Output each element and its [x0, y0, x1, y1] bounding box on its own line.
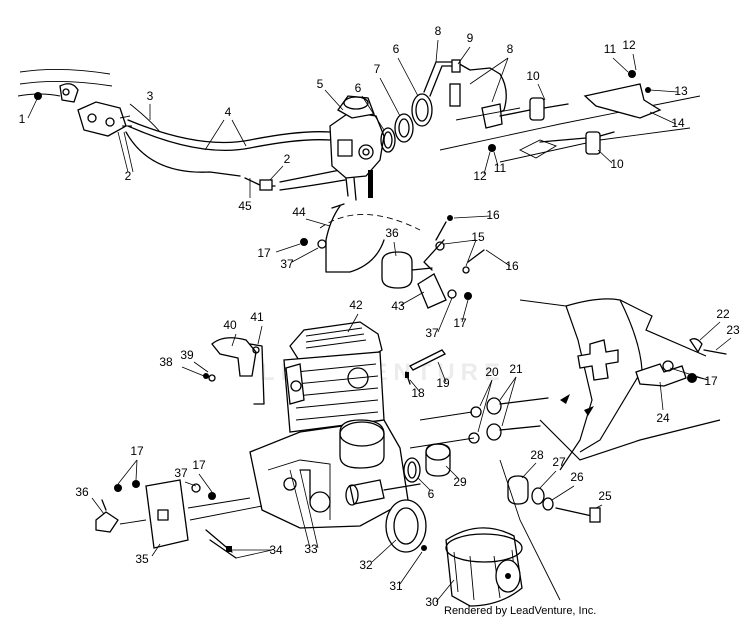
callout-38: 38	[159, 355, 173, 369]
callout-17: 17	[130, 444, 144, 458]
callout-7: 7	[374, 62, 381, 76]
clutch-bushing	[403, 443, 451, 483]
callout-44: 44	[292, 205, 306, 219]
callout-37: 37	[425, 326, 439, 340]
callout-33: 33	[304, 542, 318, 556]
credit-line: Rendered by LeadVenture, Inc.	[444, 605, 596, 617]
callout-35: 35	[135, 552, 149, 566]
callout-34: 34	[269, 543, 283, 557]
callout-30: 30	[425, 595, 439, 609]
callout-4: 4	[225, 105, 232, 119]
callout-1: 1	[19, 112, 26, 126]
callout-13: 13	[674, 84, 688, 98]
callout-36: 36	[75, 485, 89, 499]
callout-numbers: 1223456667889101011111212131415161617171…	[19, 24, 740, 609]
callout-39: 39	[180, 348, 194, 362]
callout-2: 2	[125, 169, 132, 183]
callout-8: 8	[507, 42, 514, 56]
engine-mount-bracket-top	[439, 70, 701, 163]
vent-hoses	[423, 59, 507, 129]
chassis-frame-right	[519, 298, 727, 471]
callout-20: 20	[485, 365, 499, 379]
callout-27: 27	[552, 455, 566, 469]
callout-17: 17	[257, 246, 271, 260]
mount-bolt-stack	[507, 475, 601, 523]
front-mount-plate	[95, 479, 263, 559]
callout-31: 31	[389, 579, 403, 593]
callout-37: 37	[280, 257, 294, 271]
callout-17: 17	[704, 374, 718, 388]
callout-32: 32	[359, 558, 373, 572]
callout-12: 12	[473, 169, 487, 183]
callout-14: 14	[671, 116, 685, 130]
callout-36: 36	[385, 226, 399, 240]
callout-17: 17	[453, 316, 467, 330]
callout-29: 29	[453, 475, 467, 489]
callout-11: 11	[604, 42, 617, 56]
callout-23: 23	[726, 323, 740, 337]
callout-10: 10	[526, 69, 540, 83]
callout-42: 42	[349, 298, 363, 312]
callout-2: 2	[284, 152, 291, 166]
part-1-fastener	[34, 92, 42, 100]
callout-12: 12	[622, 38, 636, 52]
intake-boot	[380, 93, 433, 153]
callout-18: 18	[411, 386, 425, 400]
callout-6: 6	[393, 42, 400, 56]
callout-8: 8	[435, 24, 442, 38]
intake-frame-lines	[17, 68, 113, 97]
guide-pin	[405, 349, 446, 385]
mid-bracket	[300, 203, 485, 309]
callout-25: 25	[598, 489, 612, 503]
carburetor	[329, 95, 385, 201]
callout-37: 37	[174, 466, 188, 480]
callout-5: 5	[317, 77, 324, 91]
callout-11: 11	[494, 161, 507, 175]
callout-24: 24	[656, 411, 670, 425]
callout-16: 16	[505, 259, 519, 273]
callout-6: 6	[355, 81, 362, 95]
fuel-pump	[59, 83, 132, 137]
callout-26: 26	[570, 470, 584, 484]
callout-3: 3	[147, 89, 154, 103]
callout-10: 10	[610, 157, 624, 171]
fuel-lines	[125, 119, 346, 191]
callout-41: 41	[250, 310, 264, 324]
callout-16: 16	[486, 208, 500, 222]
callout-22: 22	[716, 307, 730, 321]
mount-studs	[409, 394, 594, 449]
callout-40: 40	[223, 318, 237, 332]
callout-45: 45	[238, 199, 252, 213]
engine	[249, 321, 421, 529]
callout-17: 17	[192, 458, 206, 472]
drive-clutch	[385, 459, 561, 607]
callout-6: 6	[428, 487, 435, 501]
callout-19: 19	[436, 376, 450, 390]
callout-15: 15	[471, 230, 485, 244]
callout-21: 21	[509, 362, 523, 376]
callout-28: 28	[530, 448, 544, 462]
intake-elbow	[203, 337, 265, 405]
callout-9: 9	[467, 31, 474, 45]
callout-43: 43	[391, 299, 405, 313]
